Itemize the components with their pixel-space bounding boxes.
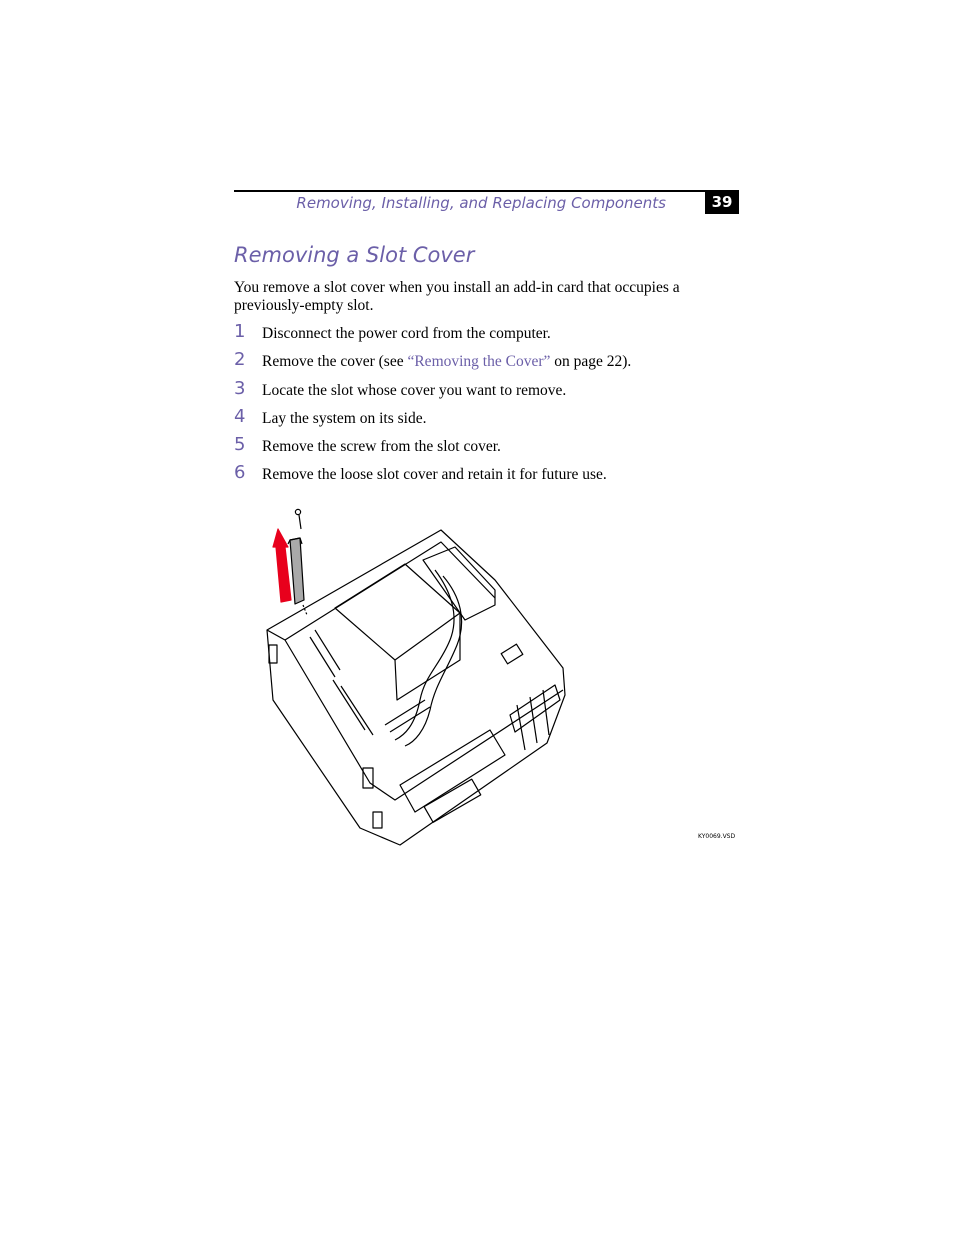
step-4: 4 Lay the system on its side. bbox=[234, 407, 739, 431]
cross-reference-link[interactable]: “Removing the Cover” bbox=[407, 353, 551, 370]
step-number: 6 bbox=[234, 462, 246, 483]
section-title: Removing a Slot Cover bbox=[234, 243, 475, 267]
step-6: 6 Remove the loose slot cover and retain… bbox=[234, 463, 739, 487]
step-5: 5 Remove the screw from the slot cover. bbox=[234, 435, 739, 459]
drive-bay bbox=[509, 684, 561, 733]
removal-arrow-icon bbox=[272, 528, 292, 603]
page-number: 39 bbox=[705, 191, 739, 214]
step-number: 3 bbox=[234, 378, 246, 399]
screw-icon bbox=[294, 508, 302, 530]
drive-cage bbox=[422, 546, 496, 621]
step-number: 5 bbox=[234, 434, 246, 455]
front-bezel bbox=[399, 729, 506, 813]
figure-caption: KY0069.VSD bbox=[698, 833, 736, 840]
step-text: Remove the loose slot cover and retain i… bbox=[262, 466, 607, 483]
step-text: Remove the screw from the slot cover. bbox=[262, 438, 501, 455]
step-1: 1 Disconnect the power cord from the com… bbox=[234, 322, 739, 346]
slot-cover-bracket bbox=[289, 537, 305, 605]
step-number: 4 bbox=[234, 406, 246, 427]
step-text-after: on page 22). bbox=[550, 353, 632, 370]
step-text-before: Remove the cover (see bbox=[262, 353, 408, 370]
step-text: Lay the system on its side. bbox=[262, 410, 427, 427]
chassis-outline bbox=[266, 529, 566, 846]
step-2: 2 Remove the cover (see “Removing the Co… bbox=[234, 350, 739, 374]
header-rule bbox=[234, 190, 739, 192]
running-head: Removing, Installing, and Replacing Comp… bbox=[296, 194, 666, 212]
slot-cover-illustration bbox=[266, 508, 566, 846]
step-text: Remove the cover (see “Removing the Cove… bbox=[262, 353, 631, 371]
step-text: Disconnect the power cord from the compu… bbox=[262, 325, 551, 342]
step-number: 1 bbox=[234, 321, 246, 342]
step-3: 3 Locate the slot whose cover you want t… bbox=[234, 379, 739, 403]
intro-paragraph: You remove a slot cover when you install… bbox=[234, 279, 680, 314]
step-number: 2 bbox=[234, 349, 246, 370]
step-text: Locate the slot whose cover you want to … bbox=[262, 382, 567, 399]
